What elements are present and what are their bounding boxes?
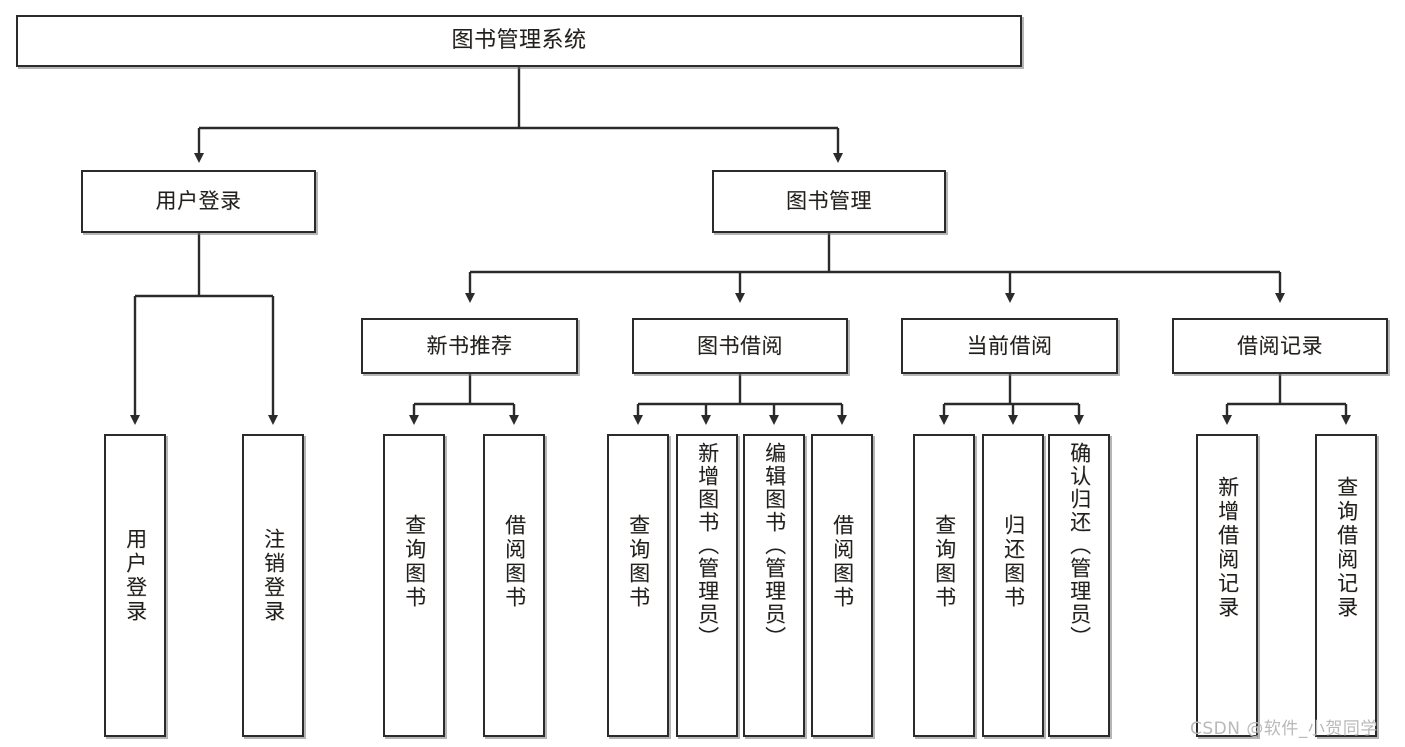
node-leaf-query-book-2-label: 查询图书	[626, 514, 651, 610]
node-leaf-add-record-label: 新增借阅记录	[1215, 476, 1240, 620]
node-leaf-borrow-book-1-label: 借阅图书	[502, 514, 527, 610]
node-leaf-user-login-label: 用户登录	[123, 528, 148, 624]
node-leaf-borrow-book-1[interactable]: 借阅图书	[483, 434, 545, 737]
node-new-book-recommend-label: 新书推荐	[426, 333, 513, 358]
node-borrow-record-label: 借阅记录	[1237, 333, 1323, 358]
node-leaf-query-record[interactable]: 查询借阅记录	[1315, 434, 1377, 737]
node-current-borrow[interactable]: 当前借阅	[901, 318, 1118, 374]
node-leaf-borrow-book-2-label: 借阅图书	[830, 514, 855, 610]
node-leaf-query-record-label: 查询借阅记录	[1334, 476, 1359, 620]
node-leaf-query-book-1[interactable]: 查询图书	[383, 434, 445, 737]
node-leaf-return-book-label: 归还图书	[1001, 514, 1026, 610]
node-leaf-confirm-return-label: 确认归还（管理员）	[1067, 442, 1092, 649]
node-borrow-record[interactable]: 借阅记录	[1172, 318, 1388, 374]
node-leaf-add-book[interactable]: 新增图书（管理员）	[676, 434, 738, 737]
node-leaf-confirm-return[interactable]: 确认归还（管理员）	[1048, 434, 1110, 737]
node-current-borrow-label: 当前借阅	[966, 333, 1053, 358]
node-root-label: 图书管理系统	[451, 28, 587, 54]
node-book-management[interactable]: 图书管理	[712, 170, 946, 233]
node-root[interactable]: 图书管理系统	[16, 15, 1022, 67]
node-leaf-add-record[interactable]: 新增借阅记录	[1196, 434, 1258, 737]
node-user-login[interactable]: 用户登录	[81, 170, 316, 233]
node-leaf-user-login[interactable]: 用户登录	[104, 434, 166, 737]
node-leaf-logout-login-label: 注销登录	[261, 528, 286, 624]
node-book-borrow-label: 图书借阅	[697, 333, 783, 358]
node-leaf-query-book-2[interactable]: 查询图书	[607, 434, 669, 737]
node-book-management-label: 图书管理	[786, 189, 872, 214]
node-leaf-edit-book-label: 编辑图书（管理员）	[762, 442, 787, 649]
node-leaf-query-book-1-label: 查询图书	[402, 514, 427, 610]
node-leaf-query-book-3-label: 查询图书	[932, 514, 957, 610]
node-user-login-label: 用户登录	[155, 189, 242, 214]
node-leaf-return-book[interactable]: 归还图书	[982, 434, 1044, 737]
node-leaf-logout-login[interactable]: 注销登录	[242, 434, 304, 737]
node-leaf-borrow-book-2[interactable]: 借阅图书	[811, 434, 873, 737]
watermark-text: CSDN @软件_小贺同学	[1190, 719, 1378, 739]
node-leaf-edit-book[interactable]: 编辑图书（管理员）	[743, 434, 805, 737]
node-leaf-query-book-3[interactable]: 查询图书	[913, 434, 975, 737]
node-new-book-recommend[interactable]: 新书推荐	[361, 318, 578, 374]
node-book-borrow[interactable]: 图书借阅	[632, 318, 848, 374]
node-leaf-add-book-label: 新增图书（管理员）	[695, 442, 720, 649]
